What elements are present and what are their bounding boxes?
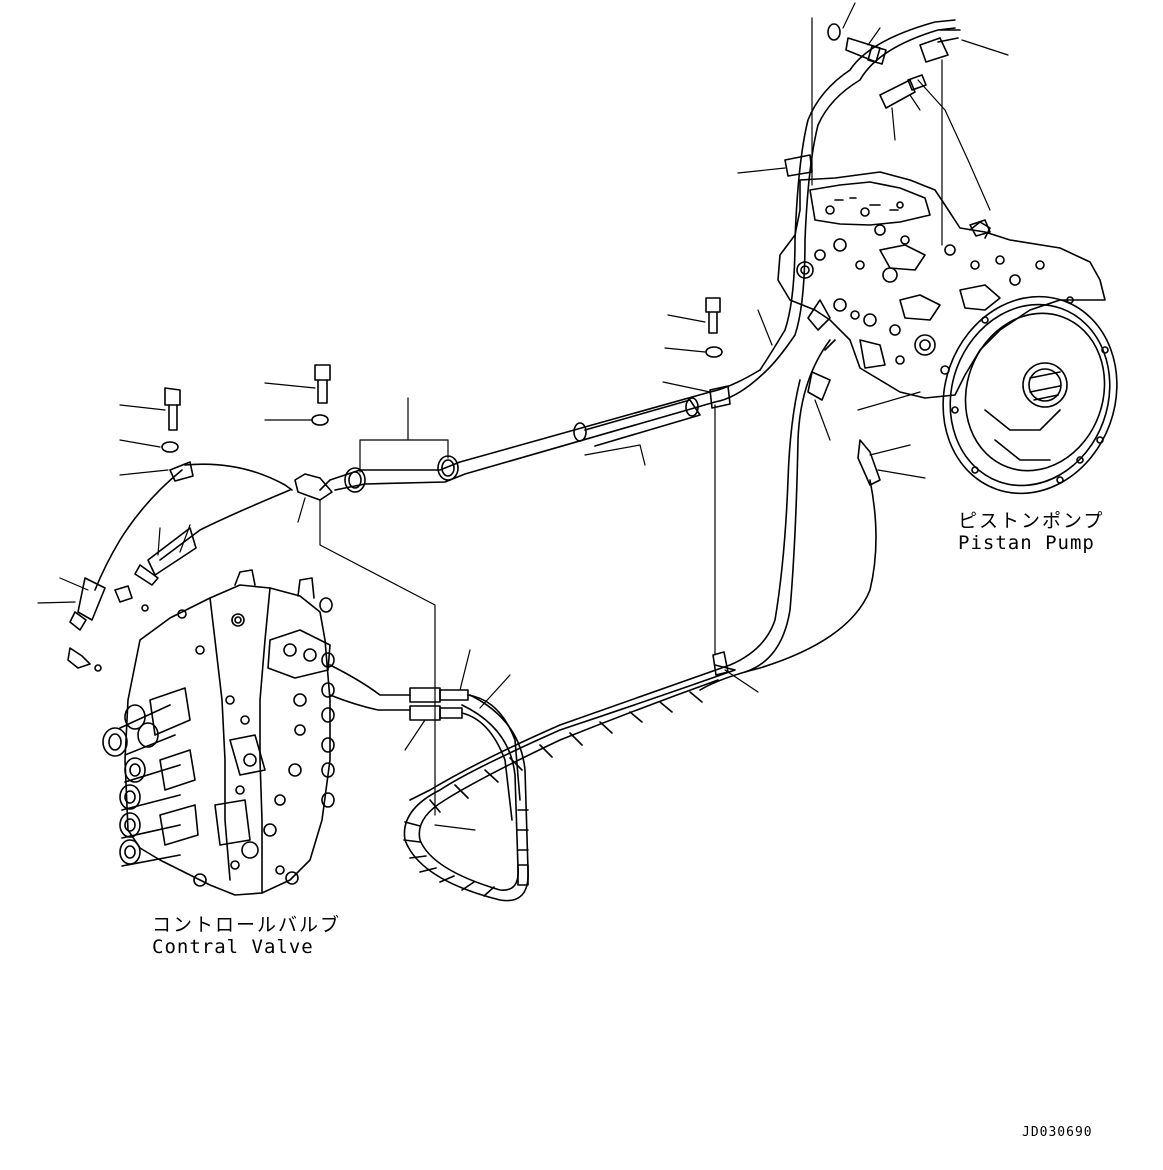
drawing-code: JD030690 [1022, 1125, 1093, 1140]
leader-lines [37, 2, 1009, 831]
valve-label-jp: コントロールバルブ [152, 914, 342, 936]
control-valve [67, 569, 335, 896]
pump-label-jp: ピストンポンプ [958, 510, 1105, 532]
piston-pump [777, 171, 1118, 495]
hoses [69, 19, 991, 902]
pump-label-en: Pistan Pump [958, 532, 1095, 554]
valve-label-en: Contral Valve [152, 936, 314, 958]
